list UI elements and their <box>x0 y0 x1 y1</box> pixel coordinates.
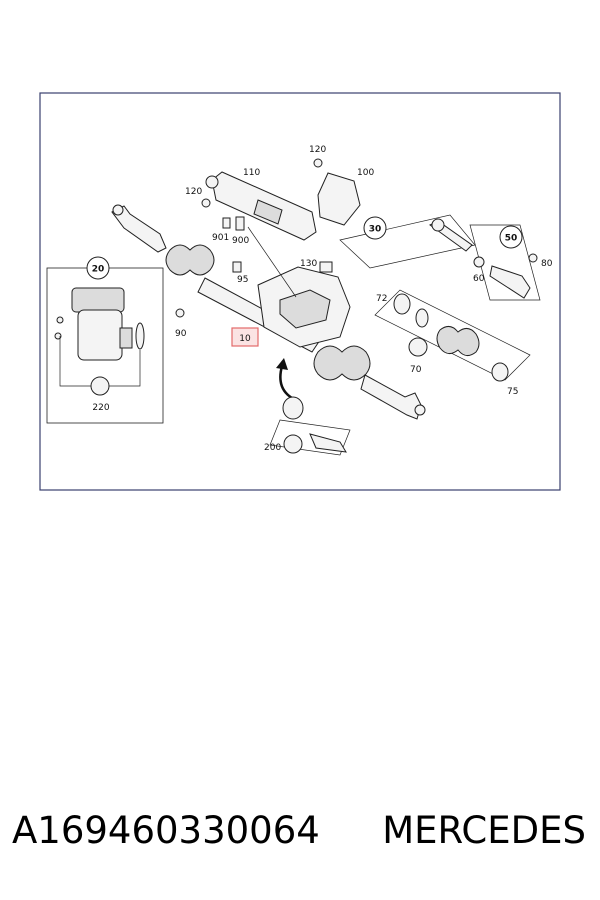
label-120-left: 120 <box>185 187 202 197</box>
label-90: 90 <box>175 329 187 339</box>
label-130: 130 <box>300 259 317 269</box>
label-95: 95 <box>237 275 248 285</box>
part-group-110: 110 120 901 900 <box>185 168 317 298</box>
label-75: 75 <box>507 387 518 397</box>
label-220: 220 <box>92 403 109 413</box>
part-number: A169460330064 <box>12 808 320 852</box>
label-900: 900 <box>232 236 249 246</box>
label-100: 100 <box>357 168 374 178</box>
label-901: 901 <box>212 233 229 243</box>
part-group-200: 200 <box>264 396 351 456</box>
label-30: 30 <box>369 225 382 235</box>
inset-box-20: 20 220 <box>46 256 164 424</box>
label-70: 70 <box>410 365 422 375</box>
part-group-130: 130 <box>300 259 333 273</box>
callout-circle-20 <box>86 256 110 280</box>
callout-circle-50 <box>499 225 523 249</box>
steering-rack-exploded-diagram: 20 220 110 12 <box>39 92 561 491</box>
brand-name: MERCEDES <box>382 808 586 852</box>
label-50: 50 <box>505 234 518 244</box>
highlight-box-10 <box>231 327 259 347</box>
part-group-70: 72 75 70 <box>374 289 531 397</box>
part-group-50: 50 80 60 <box>469 224 553 301</box>
label-72: 72 <box>376 294 387 304</box>
label-80: 80 <box>541 259 553 269</box>
label-200: 200 <box>264 443 281 453</box>
steering-rack-assembly <box>111 204 426 420</box>
part-group-100: 120 100 <box>309 145 374 226</box>
label-20: 20 <box>92 265 105 275</box>
label-60: 60 <box>473 274 485 284</box>
callout-circle-30 <box>363 216 387 240</box>
label-10: 10 <box>239 334 251 344</box>
caption-bar: A169460330064 MERCEDES <box>0 800 600 860</box>
label-110: 110 <box>243 168 260 178</box>
label-120-top: 120 <box>309 145 326 155</box>
